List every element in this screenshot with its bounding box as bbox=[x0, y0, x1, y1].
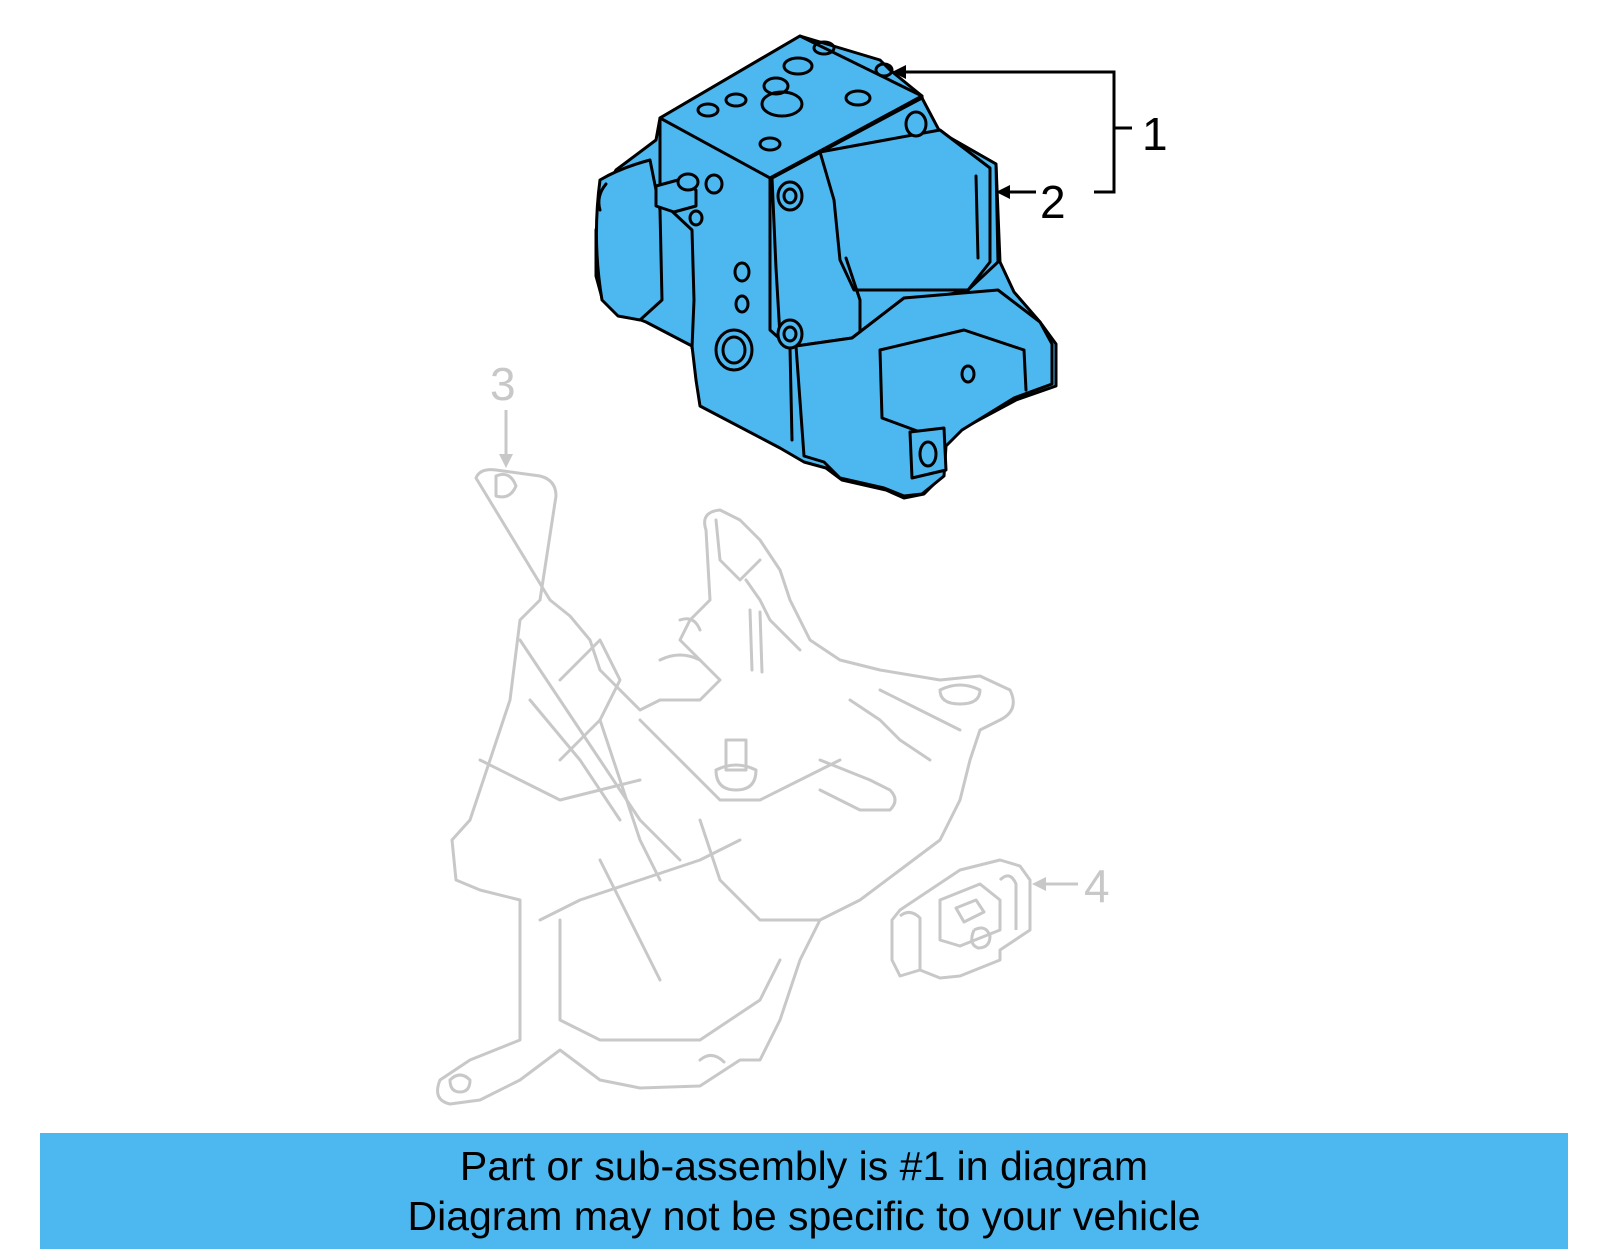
arrowhead-1 bbox=[892, 65, 906, 79]
callout-4: 4 bbox=[1084, 860, 1110, 912]
arrowhead-4 bbox=[1032, 877, 1046, 891]
banner-line-1: Part or sub-assembly is #1 in diagram bbox=[459, 1143, 1149, 1189]
leader-arrowheads bbox=[499, 65, 1046, 891]
insulator-grommet bbox=[890, 858, 1032, 980]
arrowhead-3 bbox=[499, 454, 513, 468]
banner-line-2: Diagram may not be specific to your vehi… bbox=[407, 1193, 1201, 1239]
mounting-bracket bbox=[436, 468, 1015, 1106]
callout-3: 3 bbox=[490, 358, 516, 410]
callout-2: 2 bbox=[1040, 176, 1066, 228]
info-banner: Part or sub-assembly is #1 in diagram Di… bbox=[40, 1133, 1568, 1249]
callout-1: 1 bbox=[1142, 108, 1168, 160]
leader-lines bbox=[504, 70, 1132, 886]
abs-modulator-assembly bbox=[594, 34, 1058, 500]
leader-1 bbox=[904, 70, 1132, 194]
arrowhead-2 bbox=[996, 185, 1010, 199]
